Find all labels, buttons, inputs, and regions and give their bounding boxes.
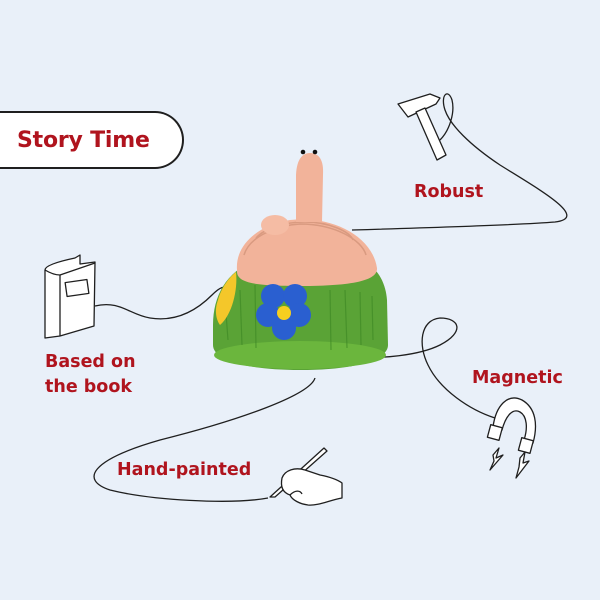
flower xyxy=(256,284,311,340)
feature-label-line: Based on xyxy=(45,352,136,372)
feature-label-based-on-book: Based on the book xyxy=(45,350,136,400)
feature-label-robust: Robust xyxy=(414,182,484,202)
title-pill: Story Time xyxy=(0,111,184,169)
page-title: Story Time xyxy=(17,127,150,153)
feature-label-line: the book xyxy=(45,377,132,397)
feature-label-magnetic: Magnetic xyxy=(472,368,563,388)
feature-label-hand-painted: Hand-painted xyxy=(117,460,252,480)
